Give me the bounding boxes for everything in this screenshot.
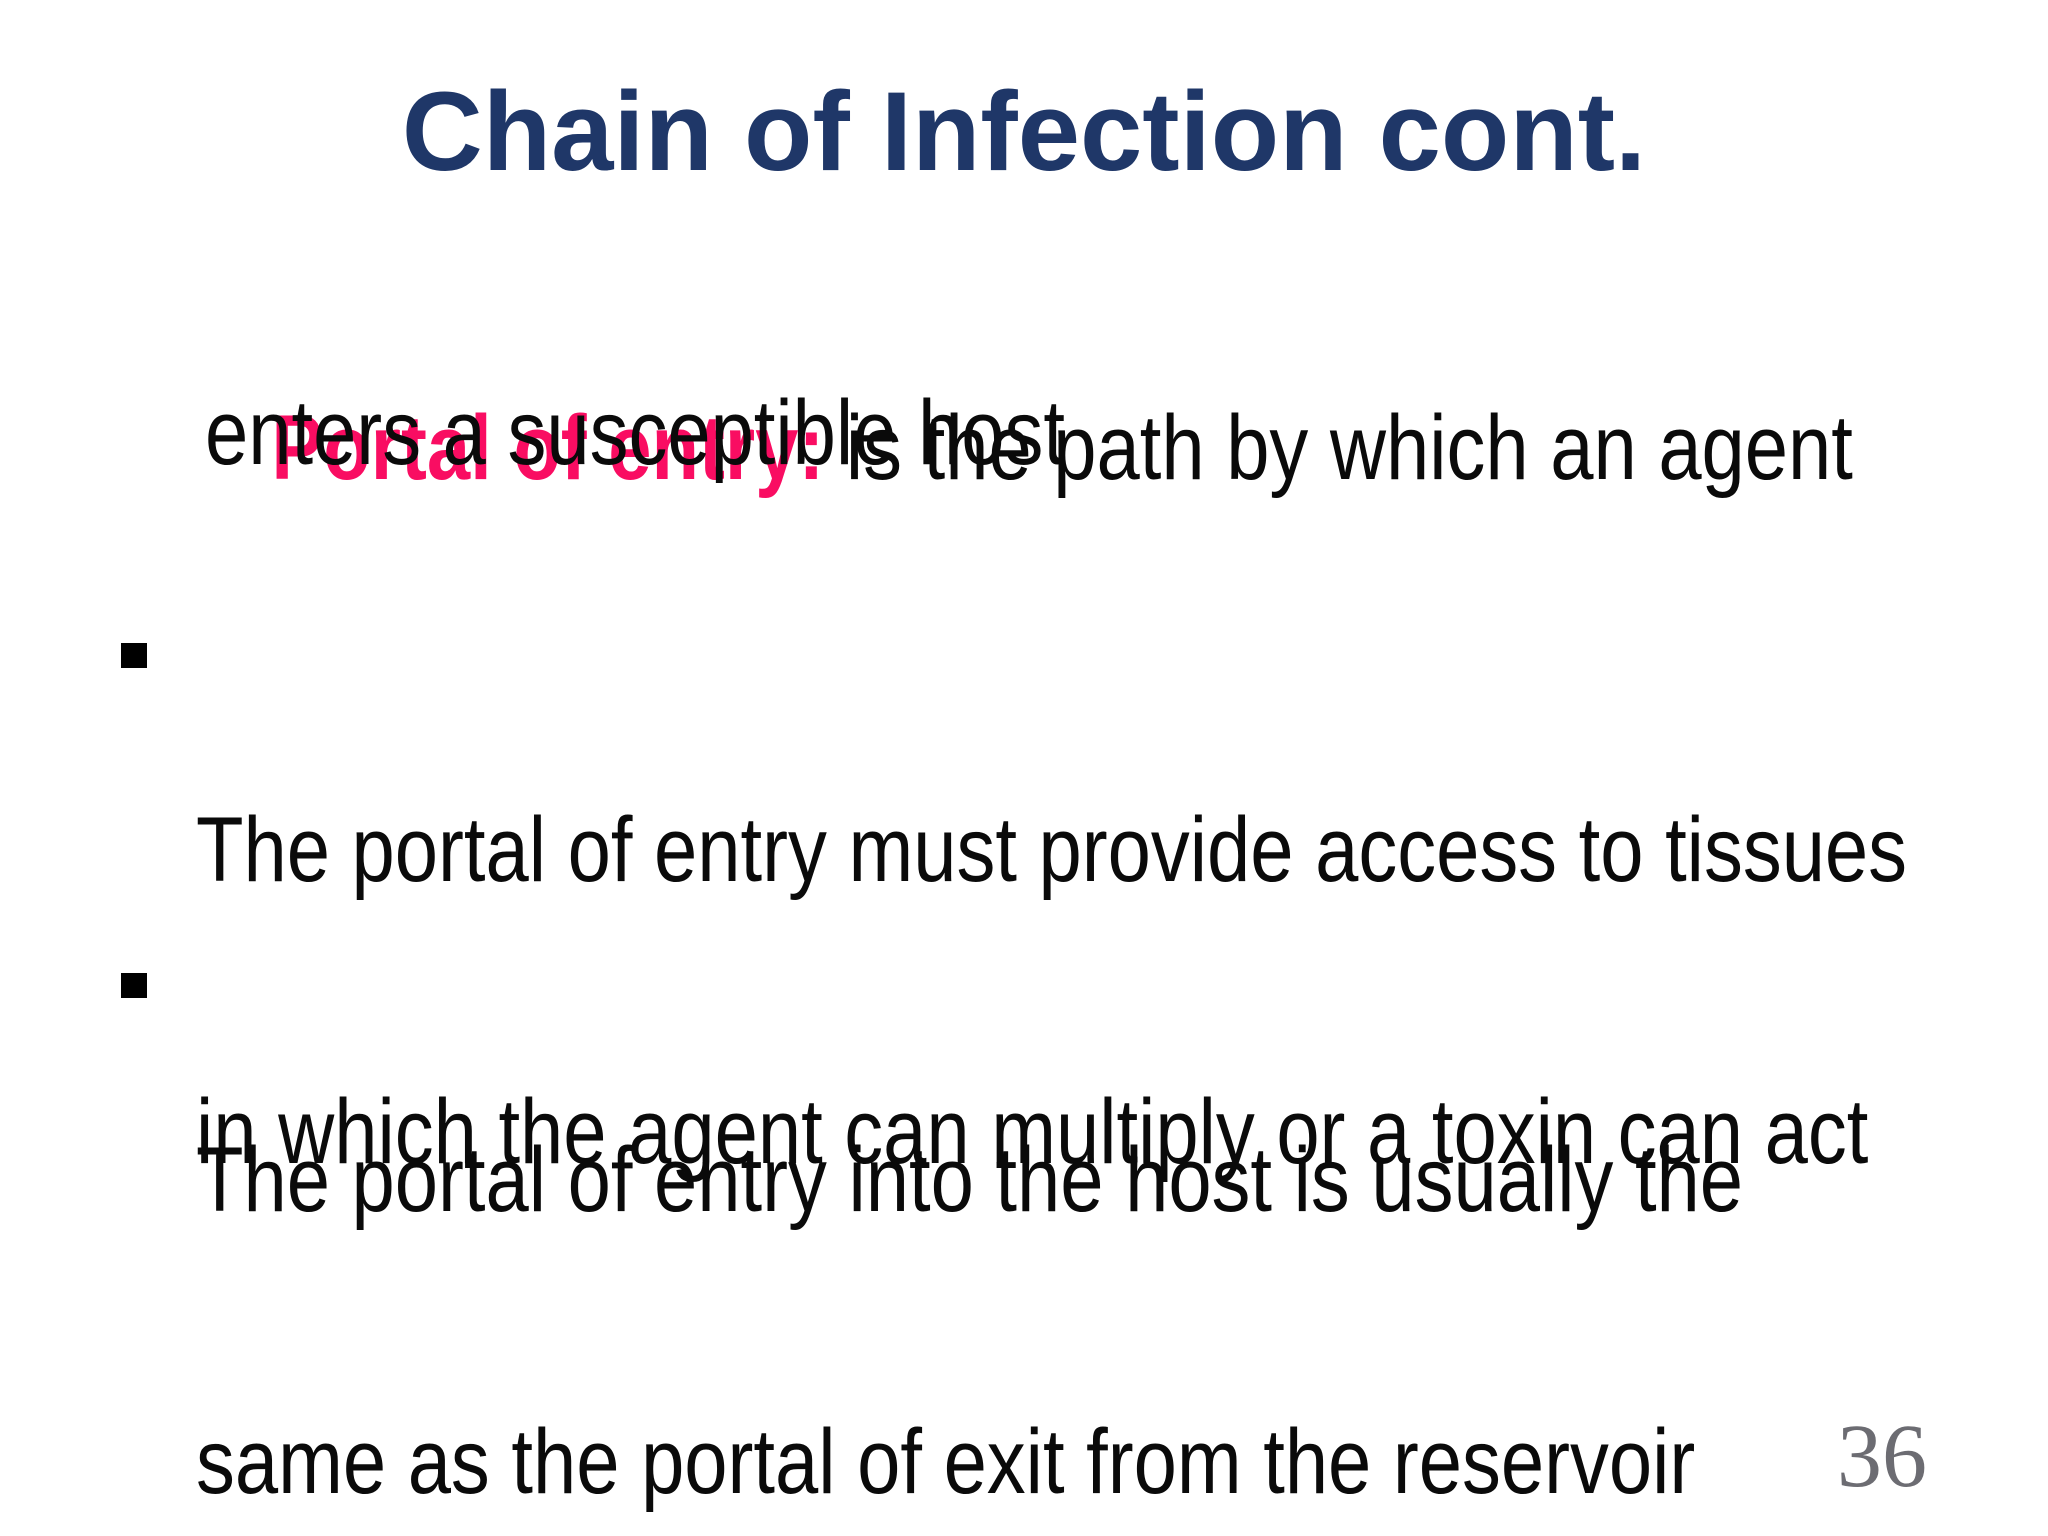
bullet-square-icon [121,973,147,998]
definition-text: is the path by which an agent [824,397,1853,499]
bullet-item: The portal of entry into the host is usu… [196,945,1743,1536]
slide-title: Chain of Infection cont. [401,69,1647,194]
definition-line-1: Portal of entry: is the path by which an… [185,276,1853,621]
bullet-square-icon [121,643,147,668]
bullet-1-line-1: The portal of entry must provide access … [196,799,1908,901]
bullet-2-line-1: The portal of entry into the host is usu… [196,1129,1744,1231]
page-number: 36 [1837,1407,1927,1506]
bullet-item: The portal of entry must provide access … [196,615,1907,1367]
definition-term: Portal of entry: [271,397,825,499]
bullet-1-line-2: in which the agent can multiply or a tox… [196,1081,1869,1183]
bullet-2-line-2: same as the portal of exit from the rese… [196,1411,1696,1513]
definition-line-2: enters a susceptible host [205,382,1065,484]
